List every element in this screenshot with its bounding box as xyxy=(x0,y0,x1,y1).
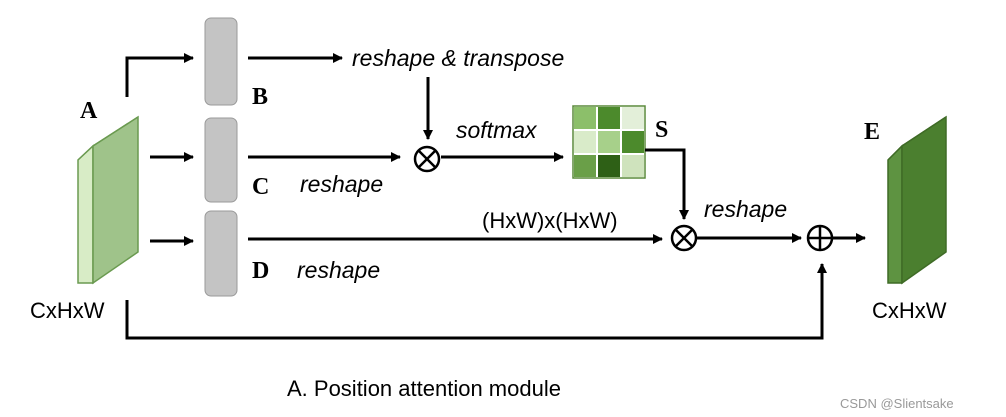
reshape-c-label: reshape xyxy=(300,171,383,197)
hw-dims-label: (HxW)x(HxW) xyxy=(482,208,618,233)
input-dims-label: CxHxW xyxy=(30,298,105,323)
attention-cell xyxy=(620,129,646,155)
attention-map-s xyxy=(572,105,646,179)
input-map-side-face xyxy=(77,144,94,284)
conv-block-b xyxy=(204,17,238,106)
multiply-operator-2 xyxy=(670,224,698,252)
arrow-residual-to-add xyxy=(125,263,827,340)
attention-cell xyxy=(620,105,646,131)
figure-caption: A. Position attention module xyxy=(287,376,561,401)
label-e: E xyxy=(864,119,880,145)
reshape-s-label: reshape xyxy=(704,196,787,222)
multiply-operator-1 xyxy=(413,145,441,173)
label-c: C xyxy=(252,174,269,200)
output-dims-label: CxHxW xyxy=(872,298,947,323)
input-map-front-face xyxy=(92,115,139,285)
attention-cell xyxy=(572,105,598,131)
output-map-front-face xyxy=(901,115,947,285)
softmax-label: softmax xyxy=(456,117,538,143)
input-feature-map-a xyxy=(77,115,139,285)
label-d: D xyxy=(252,258,269,284)
watermark: CSDN @Slientsake xyxy=(840,396,954,411)
reshape-d-label: reshape xyxy=(297,257,380,283)
attention-cell xyxy=(572,153,598,179)
label-s: S xyxy=(655,117,668,143)
attention-cell xyxy=(596,129,622,155)
add-operator xyxy=(806,224,834,252)
reshape-transpose-label: reshape & transpose xyxy=(352,45,564,71)
attention-map-border xyxy=(572,105,646,179)
arrow-a-to-b xyxy=(125,53,194,97)
conv-block-d xyxy=(204,210,238,297)
attention-cell xyxy=(596,105,622,131)
output-feature-map-e xyxy=(887,115,947,285)
output-map-side-face xyxy=(887,144,903,284)
attention-cell xyxy=(596,153,622,179)
conv-block-c xyxy=(204,117,238,203)
label-a: A xyxy=(80,98,98,124)
label-b: B xyxy=(252,84,268,110)
attention-cell xyxy=(620,153,646,179)
arrow-s-to-multiply xyxy=(645,148,689,220)
attention-cell xyxy=(572,129,598,155)
